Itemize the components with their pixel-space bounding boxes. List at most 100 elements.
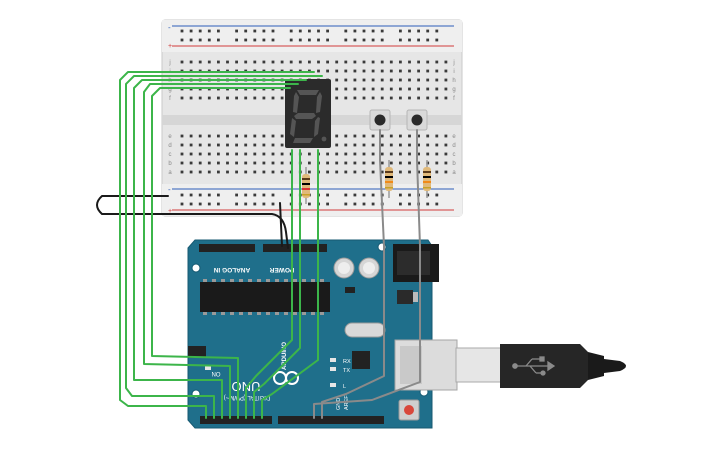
terminal-hole[interactable] <box>371 161 375 165</box>
rail-hole[interactable] <box>217 29 220 33</box>
rail-hole[interactable] <box>198 29 202 33</box>
terminal-hole[interactable] <box>362 134 366 138</box>
rail-hole[interactable] <box>435 202 439 206</box>
terminal-hole[interactable] <box>280 60 284 64</box>
terminal-hole[interactable] <box>435 69 439 73</box>
rail-hole[interactable] <box>217 193 220 197</box>
terminal-hole[interactable] <box>444 60 448 64</box>
rail-hole[interactable] <box>399 193 402 197</box>
rail-hole[interactable] <box>298 29 302 33</box>
terminal-hole[interactable] <box>371 170 375 174</box>
rail-hole[interactable] <box>180 38 184 42</box>
terminal-hole[interactable] <box>244 161 248 165</box>
terminal-hole[interactable] <box>408 143 411 147</box>
terminal-hole[interactable] <box>271 134 275 138</box>
terminal-hole[interactable] <box>217 96 220 100</box>
terminal-hole[interactable] <box>271 60 275 64</box>
terminal-hole[interactable] <box>226 60 229 64</box>
terminal-hole[interactable] <box>380 60 384 64</box>
rail-hole[interactable] <box>189 202 193 206</box>
terminal-hole[interactable] <box>353 170 357 174</box>
terminal-hole[interactable] <box>271 96 275 100</box>
rail-hole[interactable] <box>189 29 193 33</box>
terminal-hole[interactable] <box>399 96 402 100</box>
terminal-hole[interactable] <box>262 152 266 156</box>
rail-hole[interactable] <box>326 202 329 206</box>
terminal-hole[interactable] <box>335 170 339 174</box>
terminal-hole[interactable] <box>371 87 375 91</box>
terminal-hole[interactable] <box>271 152 275 156</box>
terminal-hole[interactable] <box>408 96 411 100</box>
rail-hole[interactable] <box>217 202 220 206</box>
terminal-hole[interactable] <box>380 152 384 156</box>
wire-seg-1[interactable] <box>119 71 315 419</box>
rail-hole[interactable] <box>244 202 248 206</box>
rail-hole[interactable] <box>344 38 348 42</box>
terminal-hole[interactable] <box>389 87 393 91</box>
terminal-hole[interactable] <box>353 78 357 82</box>
rail-hole[interactable] <box>253 29 257 33</box>
terminal-hole[interactable] <box>399 143 402 147</box>
terminal-hole[interactable] <box>262 143 266 147</box>
terminal-hole[interactable] <box>189 143 193 147</box>
terminal-hole[interactable] <box>180 152 184 156</box>
terminal-hole[interactable] <box>426 152 430 156</box>
rail-hole[interactable] <box>417 38 420 42</box>
terminal-hole[interactable] <box>399 134 402 138</box>
terminal-hole[interactable] <box>335 161 339 165</box>
terminal-hole[interactable] <box>189 60 193 64</box>
push-button-1[interactable] <box>369 109 391 131</box>
terminal-hole[interactable] <box>417 87 420 91</box>
terminal-hole[interactable] <box>362 152 366 156</box>
terminal-hole[interactable] <box>344 87 348 91</box>
terminal-hole[interactable] <box>180 134 184 138</box>
terminal-hole[interactable] <box>417 96 420 100</box>
terminal-hole[interactable] <box>326 161 329 165</box>
terminal-hole[interactable] <box>417 143 420 147</box>
terminal-hole[interactable] <box>389 96 393 100</box>
terminal-hole[interactable] <box>289 60 293 64</box>
rail-hole[interactable] <box>235 202 238 206</box>
terminal-hole[interactable] <box>326 152 329 156</box>
terminal-hole[interactable] <box>180 161 184 165</box>
rail-hole[interactable] <box>262 193 266 197</box>
terminal-hole[interactable] <box>353 152 357 156</box>
terminal-hole[interactable] <box>353 161 357 165</box>
power-header[interactable] <box>263 244 327 252</box>
resistor-button-1[interactable] <box>385 160 393 198</box>
terminal-hole[interactable] <box>235 134 238 138</box>
rail-hole[interactable] <box>362 193 366 197</box>
terminal-hole[interactable] <box>253 161 257 165</box>
rail-hole[interactable] <box>408 29 411 33</box>
terminal-hole[interactable] <box>226 152 229 156</box>
rail-hole[interactable] <box>408 193 411 197</box>
terminal-hole[interactable] <box>180 143 184 147</box>
terminal-hole[interactable] <box>308 60 311 64</box>
terminal-hole[interactable] <box>444 152 448 156</box>
terminal-hole[interactable] <box>235 96 238 100</box>
terminal-hole[interactable] <box>435 78 439 82</box>
terminal-hole[interactable] <box>362 96 366 100</box>
terminal-hole[interactable] <box>417 78 420 82</box>
terminal-hole[interactable] <box>244 152 248 156</box>
terminal-hole[interactable] <box>380 170 384 174</box>
terminal-hole[interactable] <box>362 170 366 174</box>
rail-hole[interactable] <box>207 193 211 197</box>
terminal-hole[interactable] <box>344 60 348 64</box>
terminal-hole[interactable] <box>408 134 411 138</box>
terminal-hole[interactable] <box>335 78 339 82</box>
terminal-hole[interactable] <box>280 143 284 147</box>
terminal-hole[interactable] <box>226 134 229 138</box>
terminal-hole[interactable] <box>362 69 366 73</box>
terminal-hole[interactable] <box>217 143 220 147</box>
rail-hole[interactable] <box>207 202 211 206</box>
wire-gnd-2[interactable] <box>279 202 283 247</box>
rail-hole[interactable] <box>289 29 293 33</box>
rail-hole[interactable] <box>217 38 220 42</box>
terminal-hole[interactable] <box>335 69 339 73</box>
rail-hole[interactable] <box>253 193 257 197</box>
rail-hole[interactable] <box>344 202 348 206</box>
rail-hole[interactable] <box>308 38 311 42</box>
terminal-hole[interactable] <box>262 60 266 64</box>
rail-hole[interactable] <box>344 193 348 197</box>
